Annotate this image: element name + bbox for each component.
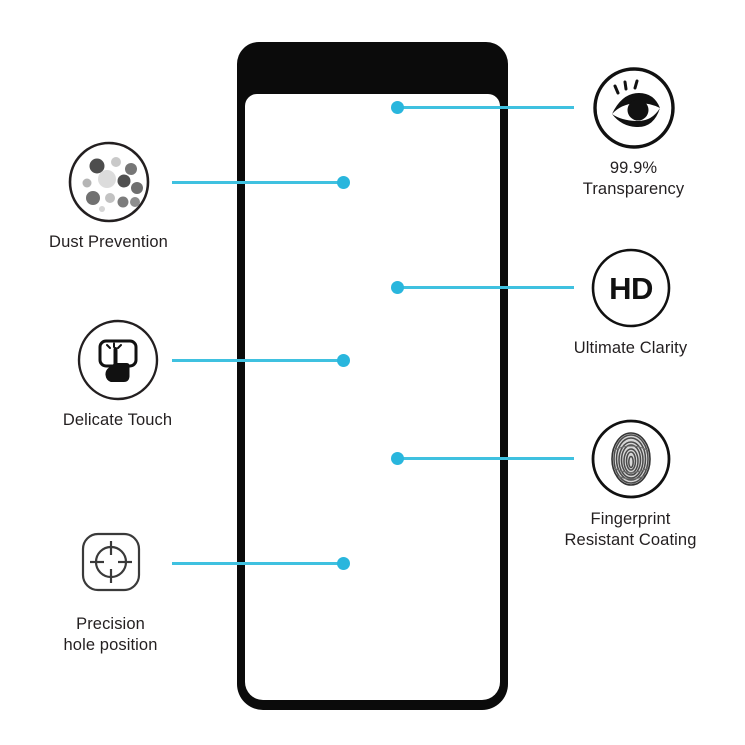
feature-delicate-touch: Delicate Touch bbox=[25, 314, 210, 431]
feature-fingerprint-resistant: Fingerprint Resistant Coating bbox=[528, 413, 733, 551]
sensor-oval-icon bbox=[445, 99, 460, 108]
connector-dot-dust-prevention bbox=[337, 176, 350, 189]
hd-badge-text: HD bbox=[609, 271, 653, 306]
feature-dust-prevention: Dust Prevention bbox=[16, 136, 201, 253]
connector-line-delicate-touch bbox=[172, 354, 350, 367]
feature-transparency: 99.9% Transparency bbox=[541, 62, 726, 200]
feature-ultimate-clarity: HD Ultimate Clarity bbox=[538, 242, 723, 359]
feature-label-precision-hole-position: Precision hole position bbox=[63, 615, 158, 654]
feature-label-fingerprint-resistant: Fingerprint Resistant Coating bbox=[564, 510, 697, 549]
connector-line-dust-prevention bbox=[172, 176, 350, 189]
connector-dot-fingerprint bbox=[391, 452, 404, 465]
connector-dot-ultimate-clarity bbox=[391, 281, 404, 294]
connector-dot-precision-hole bbox=[337, 557, 350, 570]
connector-line-precision-hole bbox=[172, 557, 350, 570]
feature-precision-hole-position: Precision hole position bbox=[18, 518, 203, 656]
connector-line-ultimate-clarity bbox=[391, 281, 574, 294]
connector-dot-transparency bbox=[391, 101, 404, 114]
connector-line-transparency bbox=[391, 101, 574, 114]
speaker-slot-icon bbox=[358, 97, 410, 108]
touch-hand-screen-icon bbox=[72, 314, 164, 406]
crosshair-target-icon bbox=[65, 518, 157, 610]
phone-screen-protector bbox=[237, 42, 508, 710]
feature-label-dust-prevention: Dust Prevention bbox=[49, 233, 168, 251]
hd-badge-icon: HD bbox=[585, 242, 677, 334]
eye-icon bbox=[588, 62, 680, 154]
phone-display-area bbox=[245, 94, 500, 700]
sensor-dot-icon bbox=[267, 96, 273, 102]
fingerprint-icon bbox=[585, 413, 677, 505]
dust-particles-icon bbox=[63, 136, 155, 228]
feature-label-delicate-touch: Delicate Touch bbox=[62, 411, 173, 429]
connector-line-fingerprint bbox=[391, 452, 574, 465]
feature-label-transparency: 99.9% Transparency bbox=[582, 159, 685, 198]
connector-dot-delicate-touch bbox=[337, 354, 350, 367]
front-camera-icon bbox=[469, 94, 487, 112]
feature-label-ultimate-clarity: Ultimate Clarity bbox=[573, 339, 688, 357]
